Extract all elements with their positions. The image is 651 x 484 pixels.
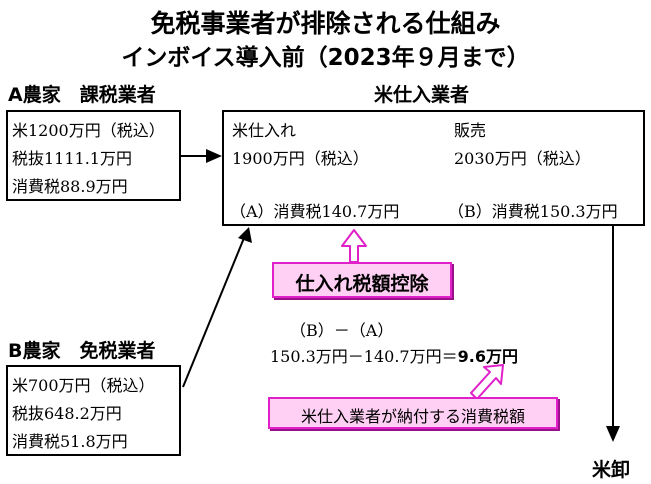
deduction-callout: 仕入れ税額控除 xyxy=(272,262,452,298)
trader-box: 米仕入れ 1900万円（税込） 販売 2030万円（税込） （A）消費税140.… xyxy=(222,110,645,226)
title-line-1: 免税事業者が排除される仕組み xyxy=(150,9,501,38)
farmer-b-box: 米700万円（税込） 税抜648.2万円 消費税51.8万円 xyxy=(6,365,181,456)
calc-result: 9.6万円 xyxy=(457,347,518,366)
title-line-2: インボイス導入前（2023年９月まで） xyxy=(121,45,530,71)
deduction-arrow xyxy=(341,229,367,263)
calc-formula: （B）－（A） xyxy=(290,321,394,340)
farmer-b-label: B農家 免税業者 xyxy=(8,340,156,362)
farmer-a-line-1: 米1200万円（税込） xyxy=(12,121,165,140)
arrow-wholesale-head xyxy=(606,426,620,442)
payable-callout: 米仕入業者が納付する消費税額 xyxy=(268,397,558,429)
calc-line: 150.3万円－140.7万円＝9.6万円 xyxy=(270,343,518,367)
trader-label: 米仕入業者 xyxy=(374,84,470,106)
farmer-b-line-3: 消費税51.8万円 xyxy=(12,432,128,451)
farmer-a-line-2: 税抜1111.1万円 xyxy=(12,149,132,168)
trader-purchase-amount: 1900万円（税込） xyxy=(232,149,369,168)
trader-tax-a: （A）消費税140.7万円 xyxy=(230,202,400,221)
arrow-b-line xyxy=(182,237,245,388)
farmer-b-line-1: 米700万円（税込） xyxy=(12,376,155,395)
farmer-b-line-2: 税抜648.2万円 xyxy=(12,404,122,423)
farmer-a-label: A農家 課税業者 xyxy=(8,84,156,106)
payable-arrow xyxy=(470,364,504,400)
trader-purchase-label: 米仕入れ xyxy=(232,121,297,140)
wholesaler-label: 米卸 xyxy=(592,459,631,481)
trader-sale-amount: 2030万円（税込） xyxy=(454,149,591,168)
trader-tax-b: （B）消費税150.3万円 xyxy=(448,202,618,221)
deduction-label: 仕入れ税額控除 xyxy=(295,273,429,295)
arrow-b-head xyxy=(238,227,252,243)
farmer-a-line-3: 消費税88.9万円 xyxy=(12,177,128,196)
farmer-a-box: 米1200万円（税込） 税抜1111.1万円 消費税88.9万円 xyxy=(6,110,181,201)
arrow-a-head xyxy=(206,149,222,163)
calc-expression: 150.3万円－140.7万円＝ xyxy=(270,347,458,366)
trader-sale-label: 販売 xyxy=(454,121,487,140)
payable-label: 米仕入業者が納付する消費税額 xyxy=(300,407,525,426)
